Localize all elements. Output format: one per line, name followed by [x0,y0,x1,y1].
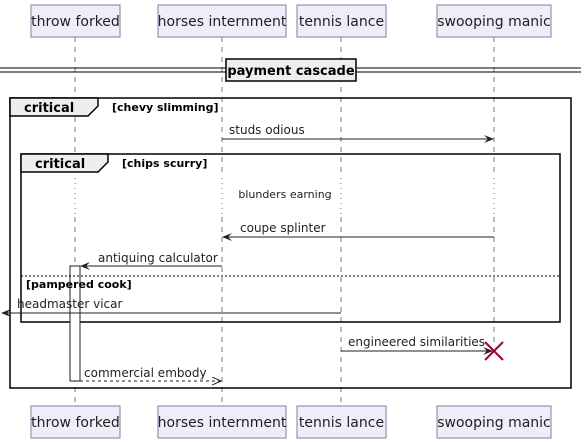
message-engineered-similarities: engineered similarities [341,335,493,355]
participant-tennis-lance-top: tennis lance [296,4,387,38]
svg-text:swooping manic: swooping manic [437,14,551,30]
svg-text:commercial embody: commercial embody [84,366,207,380]
outer-fragment-kind: critical [24,101,74,116]
message-headmaster-vicar: headmaster vicar [1,297,341,317]
participant-swooping-manic-bottom: swooping manic [436,405,552,439]
participant-tennis-lance-bottom: tennis lance [296,405,387,439]
delay-label: blunders earning [238,188,331,201]
message-commercial-embody: commercial embody [80,366,221,381]
outer-fragment-guard: [chevy slimming] [112,101,219,114]
divider-payment-cascade: payment cascade [0,58,581,82]
svg-text:payment cascade: payment cascade [227,64,355,79]
delay-section: blunders earning [70,176,500,214]
participant-swooping-manic-top: swooping manic [436,4,552,38]
svg-text:swooping manic: swooping manic [437,415,551,431]
inner-fragment-kind: critical [35,157,85,172]
participant-throw-forked-bottom: throw forked [30,405,121,439]
participant-horses-internment-top: horses internment [157,4,287,38]
inner-fragment-guard: [chips scurry] [122,157,207,170]
else-separator: [pampered cook] [21,275,560,291]
destroy-marker-icon [484,341,504,361]
message-coupe-splinter: coupe splinter [222,221,494,241]
svg-text:horses internment: horses internment [158,14,287,30]
activation-throw-forked [69,265,81,382]
inner-critical-fragment: critical [chips scurry] [20,153,561,323]
message-studs-odious: studs odious [222,123,494,143]
svg-text:throw forked: throw forked [31,14,120,30]
message-antiquing-calculator: antiquing calculator [80,251,222,270]
svg-text:tennis lance: tennis lance [299,415,384,431]
participant-horses-internment-bottom: horses internment [157,405,287,439]
svg-text:headmaster vicar: headmaster vicar [17,297,122,311]
svg-text:antiquing calculator: antiquing calculator [98,251,218,265]
svg-text:studs odious: studs odious [229,123,305,137]
outer-critical-fragment: critical [chevy slimming] [9,97,572,389]
else-guard: [pampered cook] [26,278,132,291]
svg-text:coupe splinter: coupe splinter [240,221,326,235]
svg-text:horses internment: horses internment [158,415,287,431]
participant-throw-forked-top: throw forked [30,4,121,38]
svg-text:throw forked: throw forked [31,415,120,431]
svg-text:tennis lance: tennis lance [299,14,384,30]
svg-text:engineered similarities: engineered similarities [348,335,485,349]
